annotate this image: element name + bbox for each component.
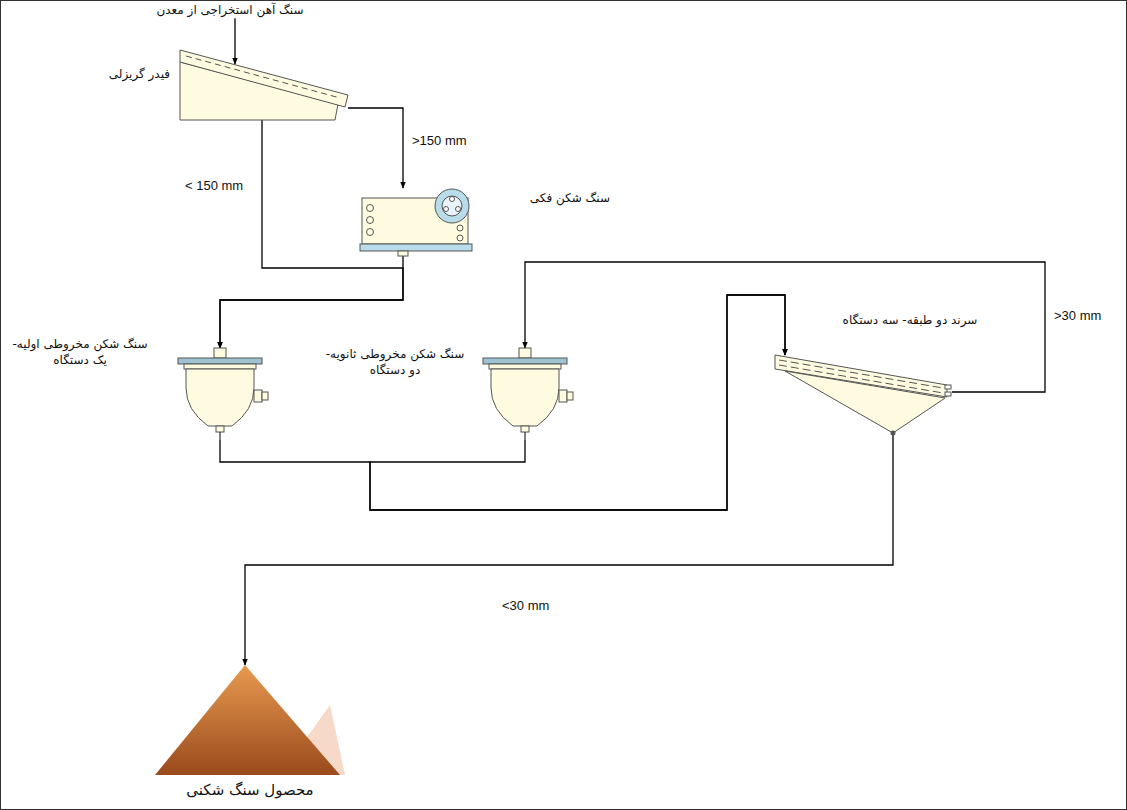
source-label: سنگ آهن استخراجی از معدن [153, 2, 307, 18]
double-deck-screen: سرند دو طبقه- سه دستگاه [775, 355, 952, 435]
flow-line [234, 18, 235, 64]
node-label: سنگ آهن استخراجی از معدن [153, 2, 307, 18]
node-label: سرند دو طبقه- سه دستگاه [810, 312, 1010, 328]
primary-cone-crusher: سنگ شکن مخروطی اولیه- یک دستگاه [170, 348, 270, 440]
node-label: محصول سنگ شکنی [150, 780, 350, 800]
equipment-symbol [180, 50, 348, 122]
flow-line [220, 256, 403, 348]
size-label: >150 mm [410, 133, 469, 148]
node-label: فیدر گریزلی [60, 66, 170, 82]
node-label: سنگ شکن فکی [490, 190, 610, 206]
flow-line [245, 433, 893, 665]
size-label: <30 mm [500, 598, 551, 613]
node-label: سنگ شکن مخروطی ثانویه- دو دستگاه [325, 346, 465, 378]
flow-line [370, 295, 785, 510]
equipment-symbol [170, 348, 270, 440]
size-label: >30 mm [1052, 308, 1103, 323]
grizzly-feeder: فیدر گریزلی [180, 50, 348, 122]
equipment-symbol [155, 665, 345, 775]
equipment-symbol [360, 188, 478, 256]
size-label: < 150 mm [183, 178, 245, 193]
equipment-symbol [475, 348, 575, 440]
flow-line [525, 262, 1045, 392]
node-label: سنگ شکن مخروطی اولیه- یک دستگاه [10, 336, 150, 368]
product-pile: محصول سنگ شکنی [155, 665, 345, 775]
jaw-crusher: سنگ شکن فکی [360, 188, 478, 256]
flow-line [220, 295, 785, 510]
secondary-cone-crusher: سنگ شکن مخروطی ثانویه- دو دستگاه [475, 348, 575, 440]
equipment-symbol [775, 355, 952, 435]
flow-line [348, 108, 403, 188]
